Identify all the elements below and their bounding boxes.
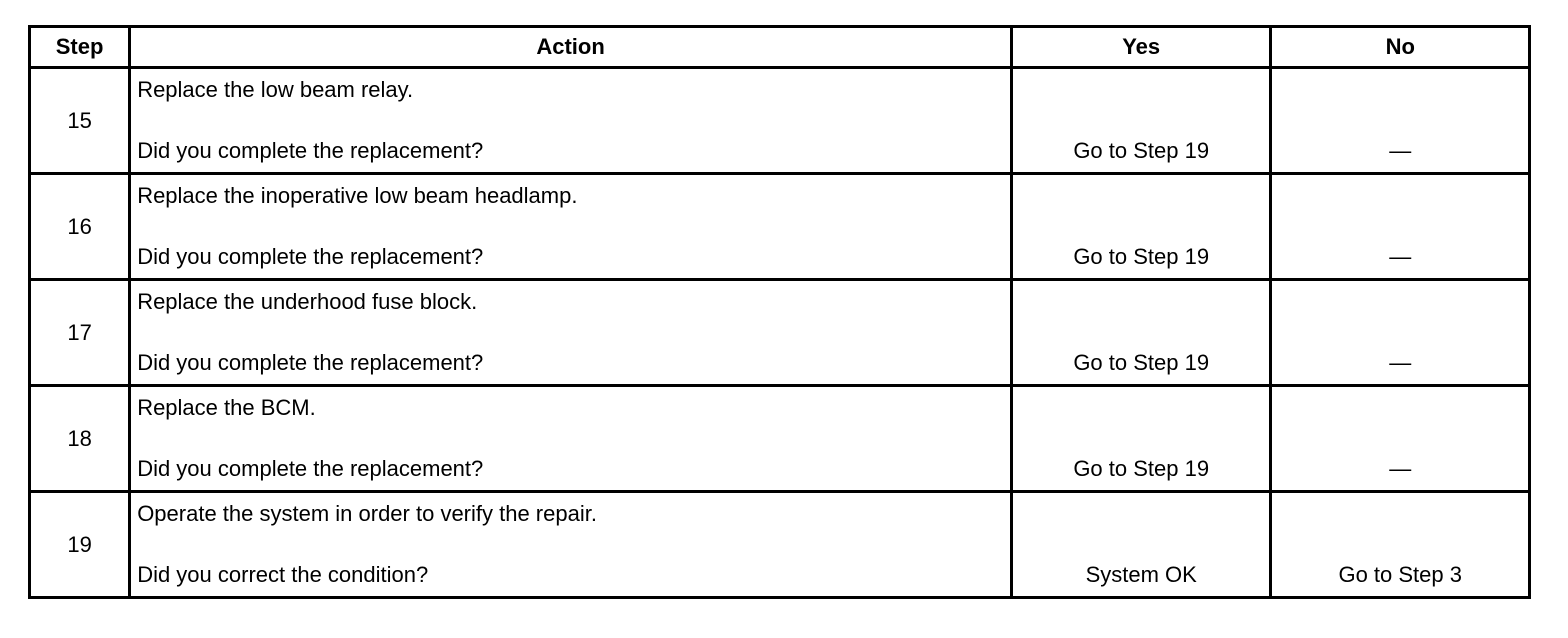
no-result: — [1389,456,1412,481]
yes-result: System OK [1085,562,1197,587]
no-result: — [1389,138,1412,163]
yes-cell: System OK [1009,490,1273,599]
yes-result: Go to Step 19 [1073,138,1210,163]
no-result: Go to Step 3 [1338,562,1462,587]
step-number: 17 [27,278,132,387]
yes-result: Go to Step 19 [1073,244,1210,269]
action-question: Did you complete the replacement? [137,456,484,481]
yes-result: Go to Step 19 [1073,456,1210,481]
table-row: 18 Replace the BCM. Did you complete the… [27,384,1531,493]
yes-cell: Go to Step 19 [1009,66,1273,175]
yes-cell: Go to Step 19 [1009,172,1273,281]
table-row: 16 Replace the inoperative low beam head… [27,172,1531,281]
action-instruction: Replace the BCM. [137,395,316,420]
header-action: Action [128,25,1013,69]
no-cell: — [1269,278,1531,387]
table-row: 17 Replace the underhood fuse block. Did… [27,278,1531,387]
action-question: Did you complete the replacement? [137,350,484,375]
action-instruction: Replace the inoperative low beam headlam… [137,183,578,208]
step-number: 18 [27,384,132,493]
no-result: — [1389,350,1412,375]
action-question: Did you complete the replacement? [137,244,484,269]
no-cell: — [1269,384,1531,493]
table-row: 19 Operate the system in order to verify… [27,490,1531,599]
action-question: Did you correct the condition? [137,562,429,587]
table-header-row: Step Action Yes No [27,25,1531,69]
header-step: Step [27,25,132,69]
action-instruction: Operate the system in order to verify th… [137,501,597,526]
yes-cell: Go to Step 19 [1009,384,1273,493]
header-yes: Yes [1009,25,1273,69]
action-cell: Operate the system in order to verify th… [128,490,1013,599]
no-cell: Go to Step 3 [1269,490,1531,599]
action-cell: Replace the underhood fuse block. Did yo… [128,278,1013,387]
action-cell: Replace the BCM. Did you complete the re… [128,384,1013,493]
yes-result: Go to Step 19 [1073,350,1210,375]
action-cell: Replace the inoperative low beam headlam… [128,172,1013,281]
step-number: 19 [27,490,132,599]
action-instruction: Replace the low beam relay. [137,77,414,102]
diagnostic-table: Step Action Yes No 15 Replace the low be… [27,25,1531,599]
step-number: 16 [27,172,132,281]
header-no: No [1269,25,1531,69]
action-instruction: Replace the underhood fuse block. [137,289,478,314]
no-result: — [1389,244,1412,269]
action-question: Did you complete the replacement? [137,138,484,163]
no-cell: — [1269,172,1531,281]
no-cell: — [1269,66,1531,175]
step-number: 15 [27,66,132,175]
action-cell: Replace the low beam relay. Did you comp… [128,66,1013,175]
yes-cell: Go to Step 19 [1009,278,1273,387]
table-row: 15 Replace the low beam relay. Did you c… [27,66,1531,175]
